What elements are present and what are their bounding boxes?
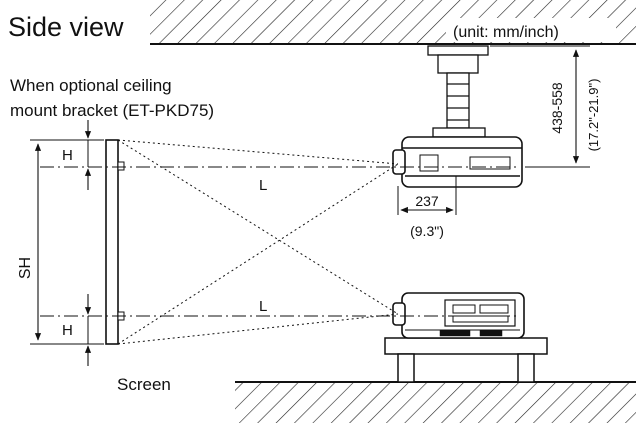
screen-label: Screen [117, 375, 171, 394]
table-top [384, 337, 548, 355]
unit-note-bg [446, 18, 616, 42]
projector-lens [392, 149, 406, 175]
ceiling-mount-bracket [427, 45, 489, 138]
bracket-base [432, 127, 486, 138]
floor [235, 381, 636, 423]
drop-inch-label: (17.2"-21.9") [586, 79, 601, 152]
diagram-title: Side view [8, 12, 124, 42]
offset-dimension: 237 (9.3") [397, 176, 457, 239]
h-top-label: H [62, 147, 73, 164]
h-bottom-label: H [62, 322, 73, 339]
drop-mm-label: 438-558 [549, 82, 565, 134]
table-leg-right [517, 353, 535, 383]
drop-dimension: 438-558 (17.2"-21.9") [490, 45, 601, 168]
bracket-plate [427, 45, 489, 56]
ceiling [150, 0, 636, 45]
l-bottom-label: L [259, 298, 267, 315]
l-top-label: L [259, 177, 267, 194]
sh-dimension [30, 139, 104, 345]
bracket-collar [437, 54, 479, 74]
projector-table [384, 337, 548, 383]
projection-lines [40, 139, 520, 345]
offset-mm-label: 237 [415, 193, 439, 209]
bracket-note-line2: mount bracket (ET-PKD75) [10, 101, 214, 120]
screen [105, 139, 125, 345]
sh-label: SH [17, 257, 34, 279]
projector-ceiling [392, 136, 523, 188]
offset-inch-label: (9.3") [410, 223, 444, 239]
projector-lens-floor [392, 302, 406, 326]
screen-panel [105, 139, 119, 345]
floor-hatch [235, 382, 636, 423]
bracket-note-line1: When optional ceiling [10, 76, 172, 95]
table-leg-left [397, 353, 415, 383]
unit-note: (unit: mm/inch) [453, 24, 559, 41]
projector-floor [392, 292, 525, 339]
